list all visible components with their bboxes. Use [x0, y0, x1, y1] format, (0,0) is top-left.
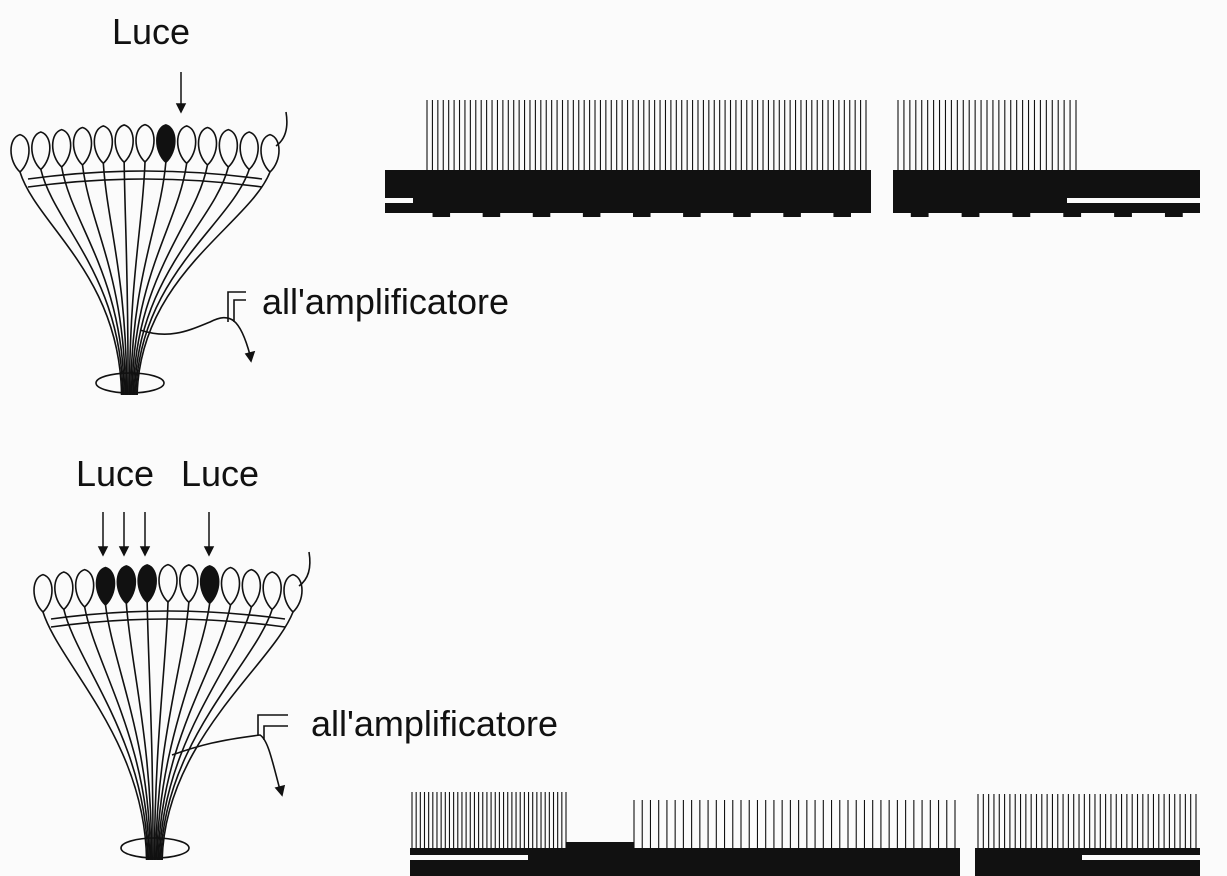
ommatidium: [136, 125, 154, 162]
time-marker: [1012, 213, 1030, 217]
nerve-fiber: [85, 607, 149, 860]
ommatidium: [222, 568, 240, 605]
time-marker: [1165, 213, 1183, 217]
ommatidium: [180, 565, 198, 602]
time-marker: [683, 213, 701, 217]
time-marker: [483, 213, 501, 217]
time-marker: [733, 213, 751, 217]
nerve-fiber: [62, 167, 124, 395]
light-arrow-head: [177, 104, 185, 112]
ommatidium-illuminated: [117, 566, 135, 603]
ommatidium-illuminated: [201, 566, 219, 603]
lateral-plexus: [51, 619, 285, 627]
ommatidium-illuminated: [157, 125, 175, 162]
ommatidium: [242, 570, 260, 607]
ommatidium: [32, 132, 50, 169]
time-marker: [962, 213, 980, 217]
ommatidium: [74, 128, 92, 165]
lead-arrowhead: [246, 352, 254, 361]
nerve-fiber: [158, 605, 230, 860]
time-marker: [633, 213, 651, 217]
compound-eye-top: [11, 112, 287, 395]
time-marker: [583, 213, 601, 217]
ommatidium: [76, 570, 94, 607]
ommatidium-illuminated: [97, 568, 115, 605]
light-arrow-head: [205, 547, 213, 555]
nerve-fiber: [64, 609, 148, 860]
nerve-fiber: [136, 169, 249, 395]
electrode-bracket: [228, 292, 246, 322]
lead-arrowhead: [276, 786, 284, 795]
nerve-fiber: [147, 602, 153, 860]
ommatidium: [240, 132, 258, 169]
ommatidium: [53, 130, 71, 167]
ommatidium: [284, 575, 302, 612]
nerve-fiber: [41, 169, 123, 395]
ommatidium: [11, 135, 29, 172]
baseline-band: [385, 170, 871, 213]
nerve-fiber: [133, 165, 207, 395]
stimulus-bar: [1082, 855, 1200, 860]
baseline-band: [975, 848, 1200, 876]
nerve-fiber: [132, 163, 187, 395]
time-marker: [433, 213, 451, 217]
ommatidium: [261, 135, 279, 172]
time-marker: [1063, 213, 1081, 217]
stimulus-bar: [1067, 198, 1200, 203]
ommatidium: [199, 128, 217, 165]
time-marker: [1114, 213, 1132, 217]
spike-recording-top: [385, 100, 1200, 217]
ommatidium: [159, 565, 177, 602]
compound-eye-bottom: [34, 552, 310, 860]
nerve-fiber: [103, 163, 126, 395]
stimulus-bar: [385, 198, 413, 203]
spike-recording-bottom: [410, 792, 1200, 876]
ommatidium: [219, 130, 237, 167]
light-arrow-head: [120, 547, 128, 555]
light-arrow-head: [141, 547, 149, 555]
recording-lead: [140, 318, 250, 355]
time-marker: [911, 213, 929, 217]
ommatidium: [178, 126, 196, 163]
ommatidium: [34, 575, 52, 612]
baseline-band: [893, 170, 1200, 213]
time-marker: [533, 213, 551, 217]
ommatidium: [94, 126, 112, 163]
lateral-plexus: [28, 179, 262, 187]
baseline-band: [410, 848, 960, 876]
time-marker: [783, 213, 801, 217]
ommatidium: [55, 572, 73, 609]
ommatidium-illuminated: [138, 565, 156, 602]
light-arrow-head: [99, 547, 107, 555]
inhibited-segment: [566, 842, 634, 852]
ommatidium: [263, 572, 281, 609]
nerve-fiber: [137, 172, 270, 395]
ommatidium: [115, 125, 133, 162]
stimulus-bar: [410, 855, 528, 860]
time-marker: [833, 213, 851, 217]
